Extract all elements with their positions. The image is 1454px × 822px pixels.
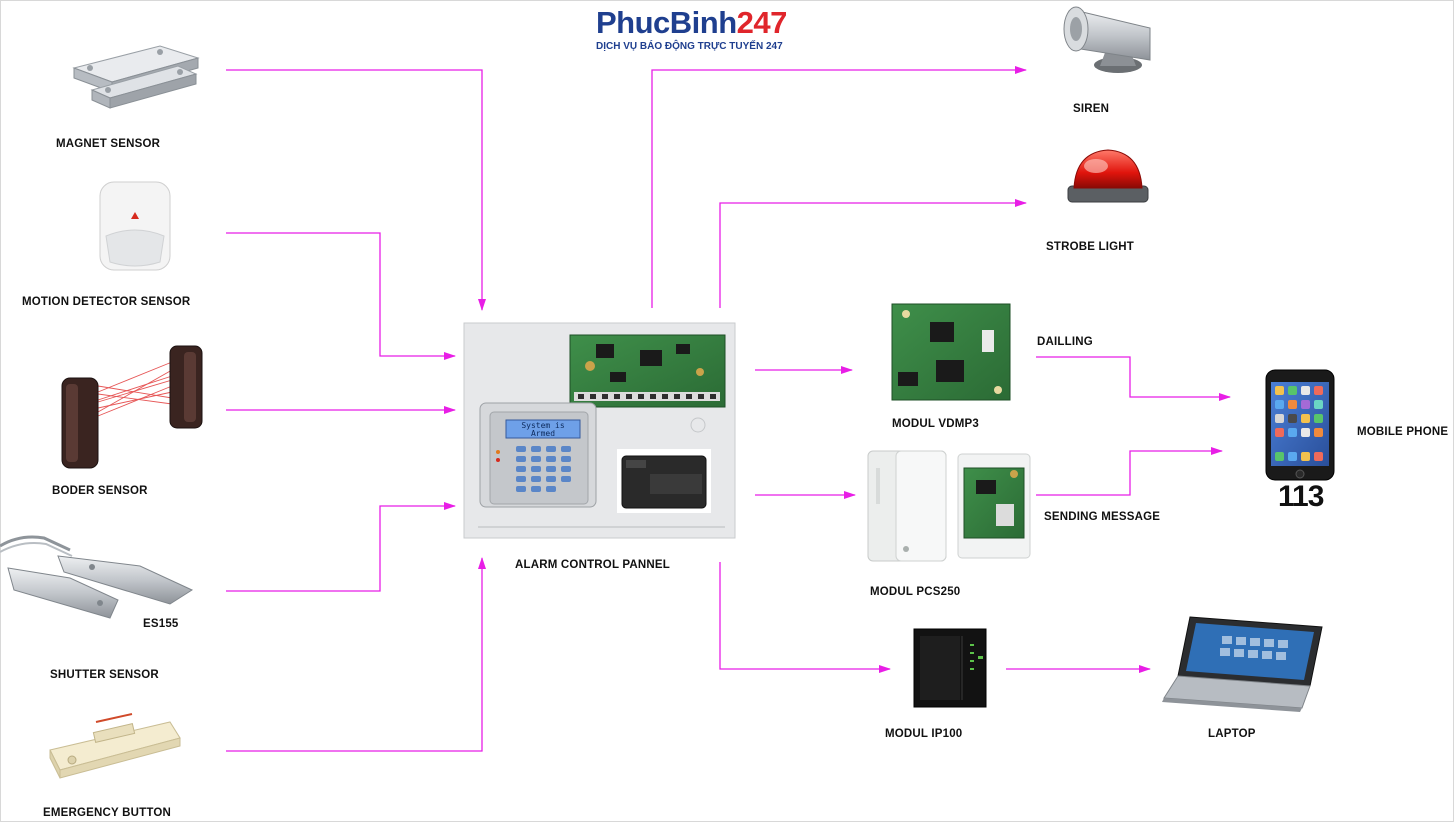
- label-siren: SIREN: [1073, 103, 1110, 115]
- laptop-image: [1162, 616, 1323, 712]
- brand-logo-name: PhucBinh: [596, 5, 737, 40]
- label-modul-pcs250: MODUL PCS250: [870, 586, 961, 598]
- keypad-lcd-line1: System is: [521, 421, 565, 430]
- connector-panel-to-strobe: [719, 199, 1027, 308]
- modul-ip100-image: [913, 628, 987, 708]
- emergency-number-113: 113: [1278, 480, 1324, 513]
- label-sending-message: SENDING MESSAGE: [1044, 511, 1161, 523]
- connector-pcs250-to-phone: [1036, 447, 1223, 496]
- emergency-button-image: [49, 713, 181, 779]
- modul-pcs250-image: [867, 450, 1031, 562]
- label-shutter-sensor: SHUTTER SENSOR: [50, 669, 159, 681]
- label-mobile-phone: MOBILE PHONE: [1357, 426, 1449, 438]
- label-magnet-sensor: MAGNET SENSOR: [56, 138, 161, 150]
- alarm-control-panel-image: System is Armed: [463, 322, 736, 539]
- siren-image: [1063, 6, 1151, 73]
- boder-sensor-image: [61, 345, 203, 469]
- connector-panel-to-siren: [651, 66, 1027, 308]
- connector-emergency-to-panel: [226, 557, 486, 752]
- shutter-sensor-image: [0, 535, 194, 619]
- connector-shutter-to-panel: [226, 502, 456, 592]
- connector-vdmp3-to-phone: [1036, 356, 1231, 401]
- strobe-light-image: [1067, 149, 1149, 203]
- label-shutter-model: ES155: [143, 618, 179, 630]
- label-dailling: DAILLING: [1037, 336, 1093, 348]
- label-boder-sensor: BODER SENSOR: [52, 485, 148, 497]
- modul-vdmp3-image: [891, 303, 1011, 401]
- label-motion-detector-sensor: MOTION DETECTOR SENSOR: [22, 296, 191, 308]
- label-emergency-button: EMERGENCY BUTTON: [43, 807, 172, 819]
- label-modul-ip100: MODUL IP100: [885, 728, 963, 740]
- label-strobe-light: STROBE LIGHT: [1046, 241, 1135, 253]
- mobile-phone-image: [1265, 369, 1335, 481]
- label-laptop: LAPTOP: [1208, 728, 1256, 740]
- brand-logo-subtitle: DỊCH VỤ BÁO ĐỘNG TRỰC TUYẾN 247: [596, 41, 783, 52]
- keypad-lcd-line2: Armed: [531, 429, 555, 438]
- label-modul-vdmp3: MODUL VDMP3: [892, 418, 979, 430]
- connector-motion-to-panel: [226, 232, 456, 360]
- brand-logo-wordmark: PhucBinh247: [596, 6, 796, 40]
- motion-detector-image: [99, 181, 171, 271]
- brand-logo-number: 247: [736, 5, 788, 40]
- label-alarm-control-pannel: ALARM CONTROL PANNEL: [515, 559, 670, 571]
- connectors: [226, 66, 1231, 752]
- brand-logo: PhucBinh247 DỊCH VỤ BÁO ĐỘNG TRỰC TUYẾN …: [596, 6, 796, 53]
- connector-magnet-to-panel: [226, 69, 486, 311]
- connector-panel-to-ip100: [719, 562, 891, 673]
- magnet-sensor-image: [72, 45, 200, 109]
